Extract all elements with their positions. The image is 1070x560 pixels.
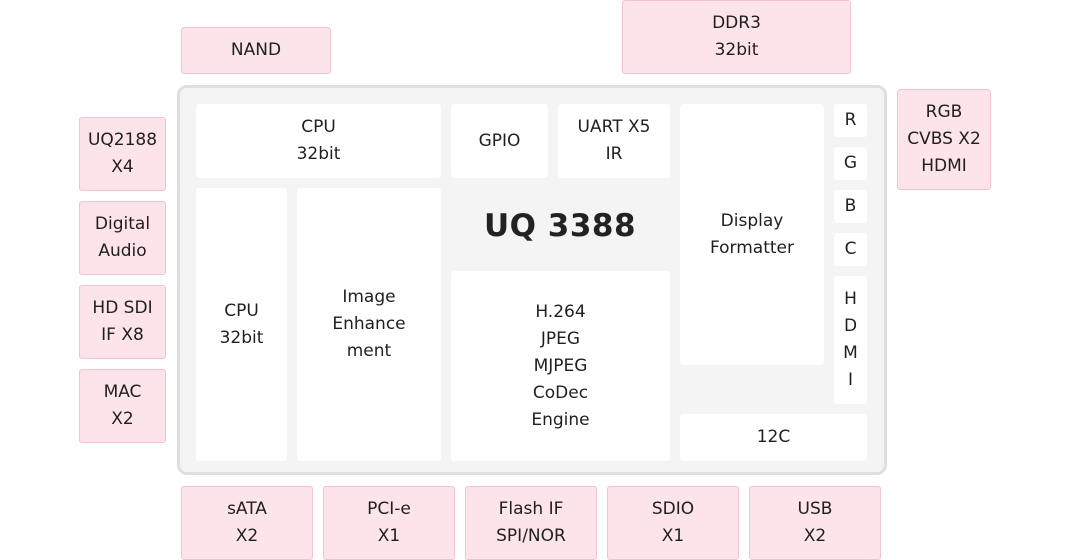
cpu-top-block: CPU 32bit: [196, 104, 441, 178]
hd-sdi-block: HD SDI IF X8: [79, 285, 166, 359]
pin-hdmi: H D M I: [834, 276, 867, 404]
mac-block: MAC X2: [79, 369, 166, 443]
digital-audio-block: Digital Audio: [79, 201, 166, 275]
usb-block: USB X2: [749, 486, 881, 560]
video-output-block: RGB CVBS X2 HDMI: [897, 89, 991, 190]
uart-block: UART X5 IR: [558, 104, 670, 178]
pin-c: C: [834, 233, 867, 266]
chip-title: UQ 3388: [483, 208, 637, 244]
flash-if-block: Flash IF SPI/NOR: [465, 486, 597, 560]
gpio-block: GPIO: [451, 104, 548, 178]
pcie-block: PCI-e X1: [323, 486, 455, 560]
image-enhancement-block: Image Enhance ment: [297, 188, 441, 461]
i2c-block: 12C: [680, 414, 867, 461]
pin-g: G: [834, 147, 867, 180]
codec-engine-block: H.264 JPEG MJPEG CoDec Engine: [451, 271, 670, 461]
cpu-left-block: CPU 32bit: [196, 188, 287, 461]
display-formatter-block: Display Formatter: [680, 104, 824, 365]
uq2188-block: UQ2188 X4: [79, 117, 166, 191]
sdio-block: SDIO X1: [607, 486, 739, 560]
ddr3-block: DDR3 32bit: [622, 0, 851, 74]
sata-block: sATA X2: [181, 486, 313, 560]
pin-b: B: [834, 190, 867, 223]
pin-r: R: [834, 104, 867, 137]
nand-block: NAND: [181, 27, 331, 74]
